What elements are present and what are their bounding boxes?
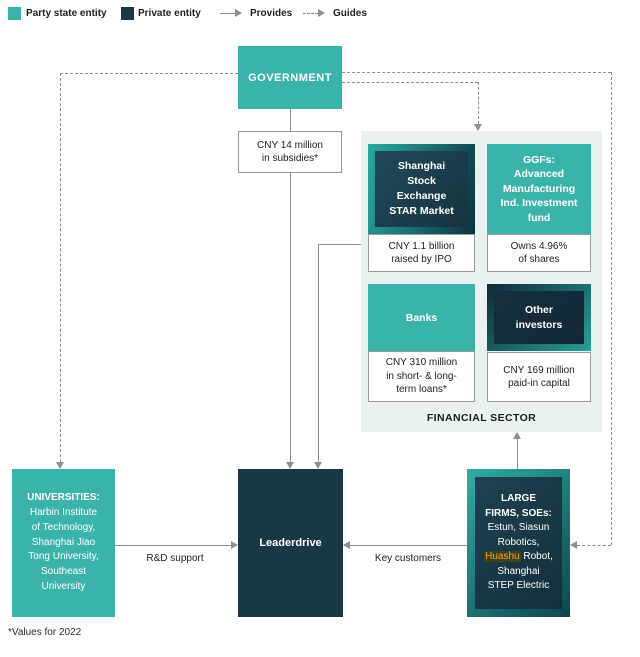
edge-government-financial-v: [478, 82, 479, 124]
edge-label-key-customers: Key customers: [374, 553, 442, 564]
large-firms-body-before: Estun, Siasun Robotics,: [487, 522, 550, 548]
edge-subsidies-leaderdrive-arrowhead: [286, 462, 294, 469]
edge-government-universities-v: [60, 73, 61, 462]
edge-universities-leaderdrive-arrowhead: [231, 541, 238, 549]
provides-arrowhead-icon: [235, 9, 242, 17]
large-firms-highlight-huashu: Huashu: [484, 551, 521, 563]
edge-subsidies-leaderdrive: [290, 173, 291, 463]
node-banks-value: CNY 310 million in short- & long- term l…: [368, 351, 475, 402]
universities-text: UNIVERSITIES: Harbin Institute of Techno…: [27, 491, 100, 595]
node-subsidies-note: CNY 14 million in subsidies*: [238, 131, 342, 173]
guides-arrow-icon: [303, 13, 318, 14]
edge-universities-leaderdrive: [115, 545, 231, 546]
footnote: *Values for 2022: [8, 627, 82, 638]
edge-largefirms-leaderdrive: [350, 545, 467, 546]
edge-largefirms-leaderdrive-arrowhead: [343, 541, 350, 549]
edge-government-universities-arrowhead: [56, 462, 64, 469]
edge-government-largefirms-arrowhead: [570, 541, 577, 549]
edge-ipo-leaderdrive-arrowhead: [314, 462, 322, 469]
government-label: GOVERNMENT: [248, 71, 332, 84]
node-leaderdrive: Leaderdrive: [238, 469, 343, 617]
node-universities: UNIVERSITIES: Harbin Institute of Techno…: [12, 469, 115, 617]
large-firms-body: Estun, Siasun Robotics, Huashu Robot, Sh…: [484, 522, 553, 591]
large-firms-text: LARGE FIRMS, SOEs: Estun, Siasun Robotic…: [484, 492, 553, 594]
node-other-investors-value: CNY 169 million paid-in capital: [487, 352, 591, 402]
legend-label-party-state: Party state entity: [26, 8, 107, 19]
edge-ipo-leaderdrive-v: [318, 244, 319, 463]
guides-arrowhead-icon: [318, 9, 325, 17]
legend-label-provides: Provides: [250, 8, 293, 19]
large-firms-body-after: Robot, Shanghai STEP Electric: [487, 551, 553, 592]
edge-label-rd-support: R&D support: [146, 553, 204, 564]
edge-government-largefirms-h2: [577, 545, 611, 546]
node-banks: Banks: [368, 284, 475, 351]
ggf-label: GGFs: Advanced Manufacturing Ind. Invest…: [500, 153, 578, 224]
legend-label-guides: Guides: [333, 8, 367, 19]
leaderdrive-label: Leaderdrive: [259, 537, 322, 549]
edge-ipo-leaderdrive-h: [318, 244, 368, 245]
edge-government-largefirms-h: [342, 72, 611, 73]
node-sse-value: CNY 1.1 billion raised by IPO: [368, 234, 475, 272]
edge-government-universities-h: [60, 73, 238, 74]
sse-label: Shanghai Stock Exchange STAR Market: [389, 160, 454, 217]
party-state-swatch-icon: [8, 7, 21, 20]
node-other-investors: Other investors: [487, 284, 591, 351]
legend-label-private-entity: Private entity: [138, 8, 201, 19]
node-large-firms: LARGE FIRMS, SOEs: Estun, Siasun Robotic…: [467, 469, 570, 617]
universities-title: UNIVERSITIES:: [27, 492, 100, 504]
other-investors-label: Other investors: [515, 304, 563, 331]
banks-label: Banks: [405, 311, 438, 324]
private-entity-swatch-icon: [121, 7, 134, 20]
node-government: GOVERNMENT: [238, 46, 342, 109]
edge-government-subsidies: [290, 109, 291, 131]
edge-government-largefirms-v: [611, 72, 612, 545]
edge-government-financial-arrowhead: [474, 124, 482, 131]
financial-sector-title: FINANCIAL SECTOR: [426, 412, 537, 424]
universities-body: Harbin Institute of Technology, Shanghai…: [28, 507, 99, 592]
node-shanghai-stock-exchange: Shanghai Stock Exchange STAR Market: [368, 144, 475, 234]
edge-largefirms-financial: [517, 439, 518, 469]
node-ggf: GGFs: Advanced Manufacturing Ind. Invest…: [487, 144, 591, 234]
provides-arrow-icon: [220, 13, 235, 14]
large-firms-title: LARGE FIRMS, SOEs:: [485, 492, 552, 519]
node-ggf-value: Owns 4.96% of shares: [487, 234, 591, 272]
edge-largefirms-financial-arrowhead: [513, 432, 521, 439]
edge-government-financial-h: [342, 82, 478, 83]
